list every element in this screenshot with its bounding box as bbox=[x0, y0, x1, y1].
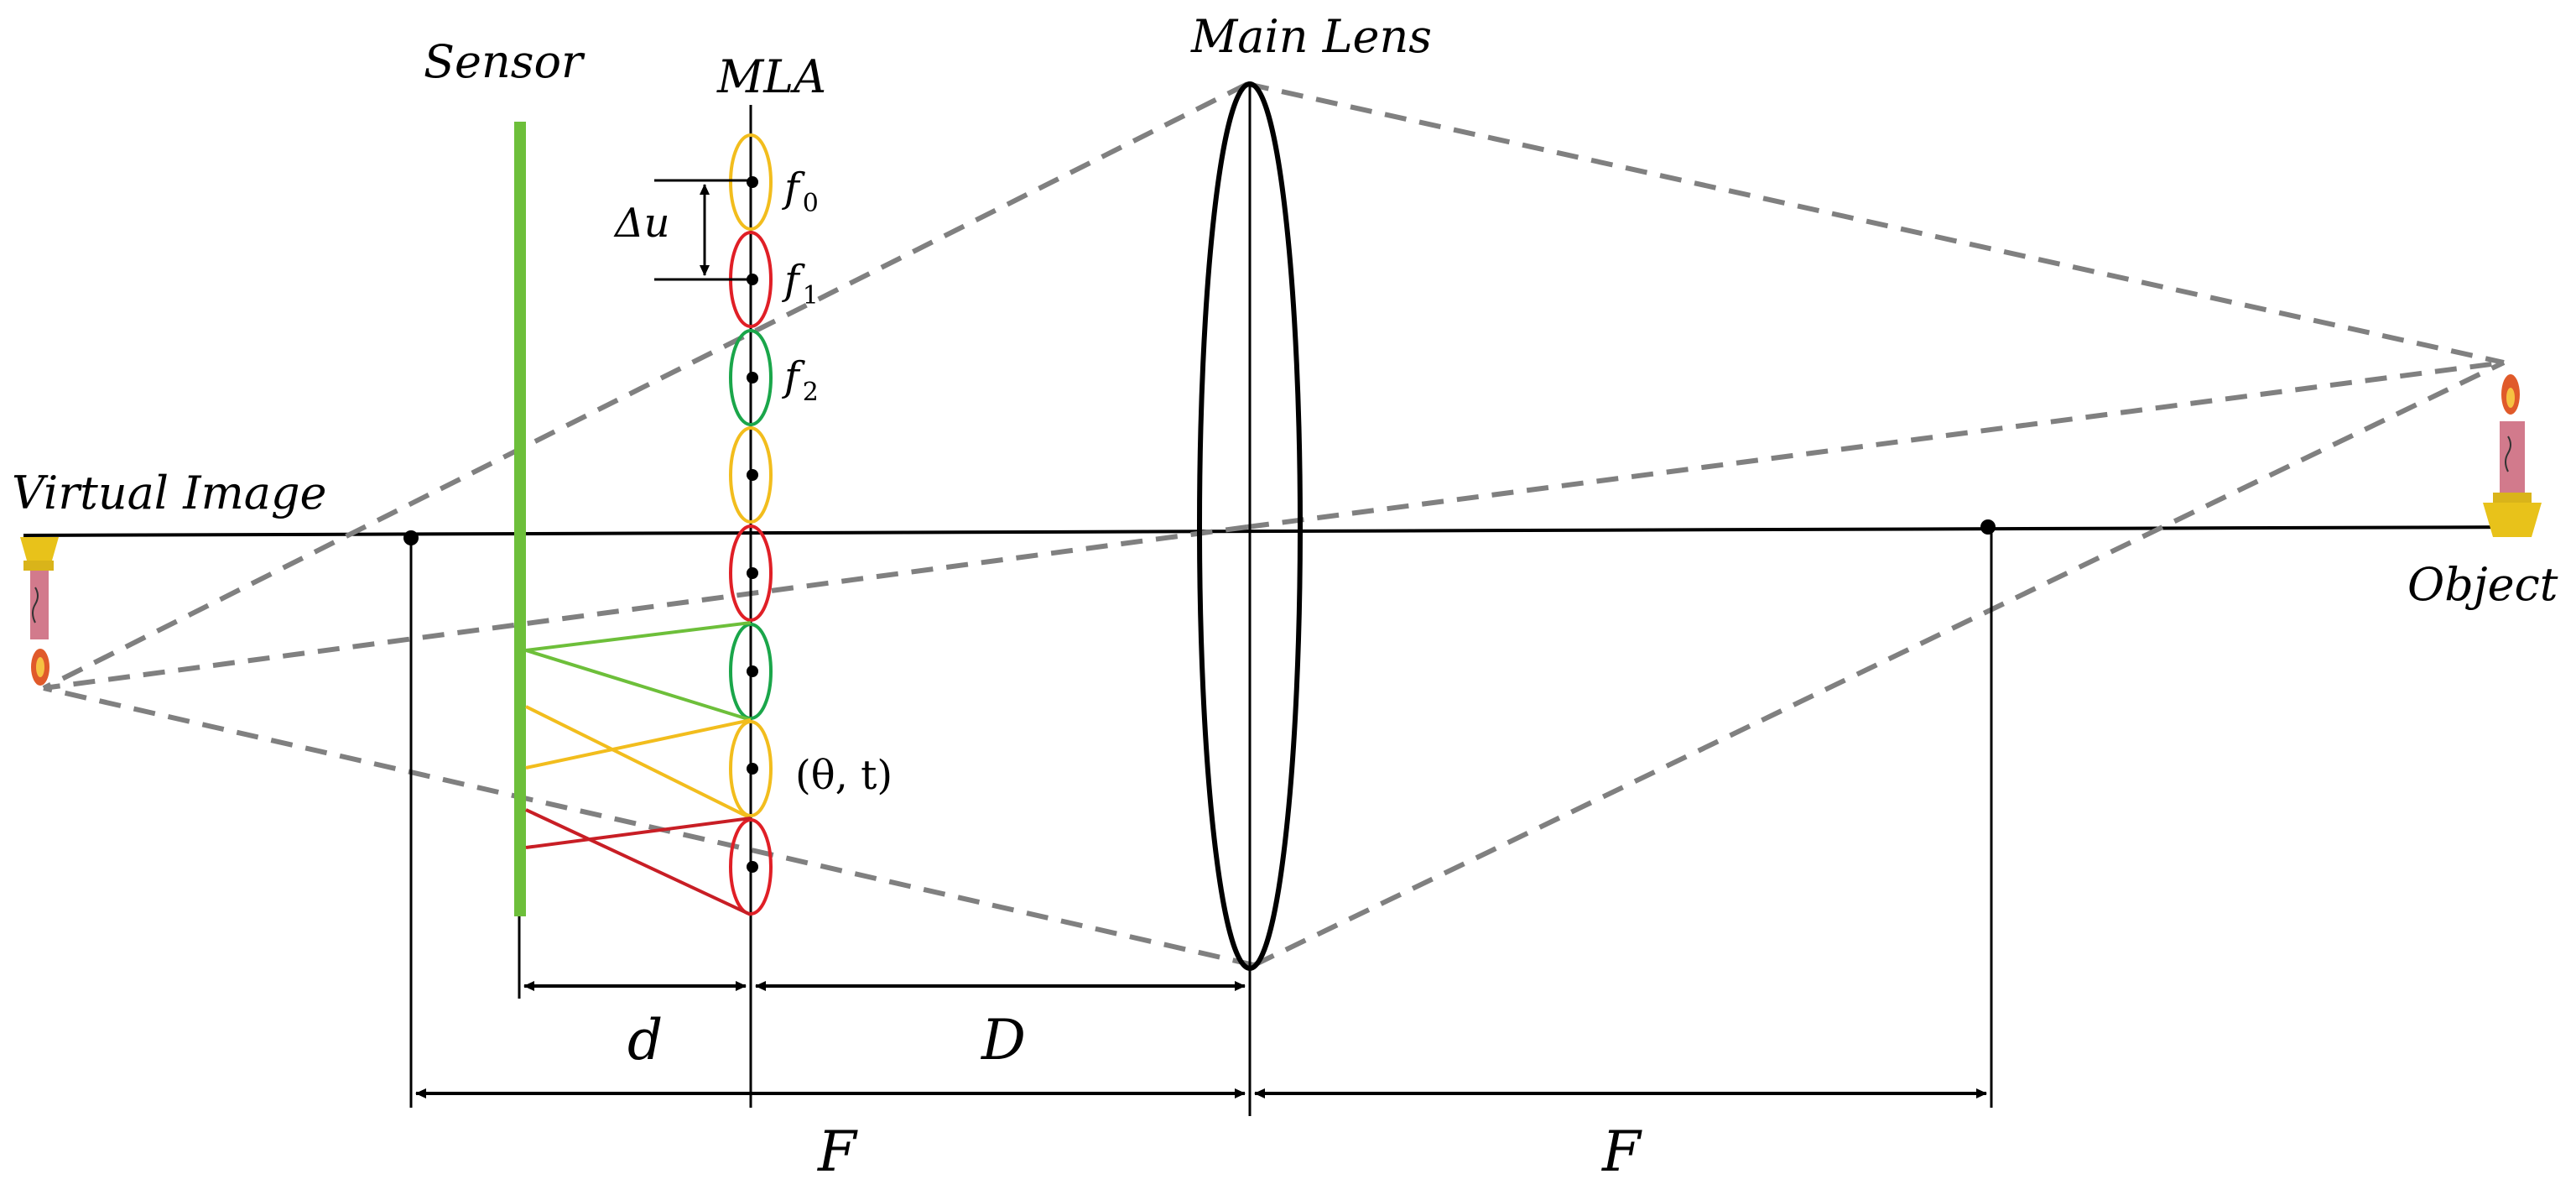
d-label: d bbox=[627, 1008, 663, 1072]
dashed-rays bbox=[42, 81, 2506, 968]
theta-t-label: (θ, t) bbox=[795, 752, 892, 799]
F-right-label: F bbox=[1601, 1119, 1642, 1184]
object-candle bbox=[2483, 374, 2542, 537]
sensor-label: Sensor bbox=[424, 35, 585, 88]
delta-u-dimension bbox=[654, 179, 755, 281]
lenslet bbox=[729, 133, 773, 231]
lenslet bbox=[729, 524, 773, 622]
optical-axis bbox=[23, 525, 2534, 537]
dimension-extension-lines bbox=[409, 530, 1993, 1108]
lenslet-centers bbox=[747, 176, 758, 873]
lenslet bbox=[729, 329, 773, 426]
lenslet bbox=[729, 426, 773, 524]
F-left-label: F bbox=[817, 1119, 858, 1184]
sensor-bar bbox=[514, 122, 526, 916]
focal-point-left bbox=[403, 530, 419, 545]
object-label: Object bbox=[2407, 558, 2558, 611]
mla-label: MLA bbox=[716, 50, 826, 103]
main-lens-label: Main Lens bbox=[1190, 10, 1432, 63]
focal-point-right bbox=[1980, 519, 1996, 535]
D-label: D bbox=[981, 1008, 1026, 1072]
delta-u-label: Δu bbox=[613, 200, 670, 247]
virtual-image-label: Virtual Image bbox=[12, 467, 327, 519]
virtual-image-candle bbox=[20, 537, 59, 686]
sub-aperture-rays bbox=[525, 621, 752, 916]
